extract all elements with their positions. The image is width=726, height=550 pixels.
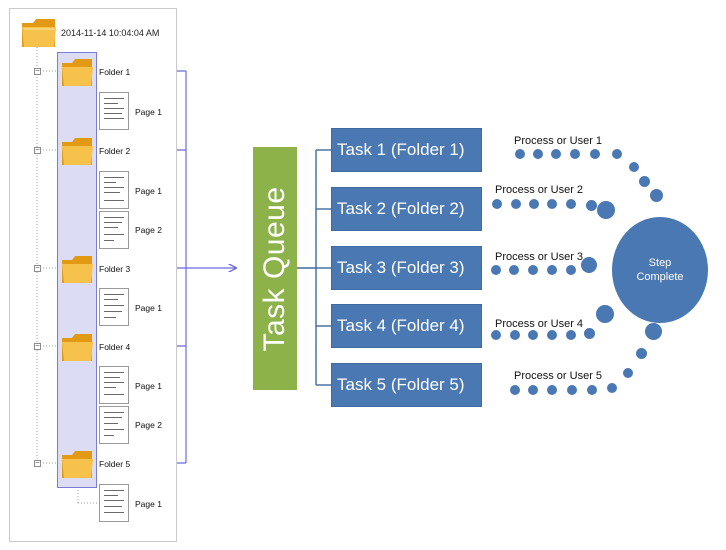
folder-icon[interactable] <box>61 58 93 88</box>
trail-dot <box>533 149 543 159</box>
task-box: Task 4 (Folder 4) <box>331 304 482 348</box>
folder-icon[interactable] <box>61 450 93 480</box>
tree-folder-label[interactable]: Folder 1 <box>99 67 131 77</box>
page-thumbnail[interactable] <box>99 484 129 522</box>
trail-dot <box>509 265 519 275</box>
trail-dot <box>551 149 561 159</box>
tree-folder-label[interactable]: Folder 3 <box>99 264 131 274</box>
tree-page-label[interactable]: Page 2 <box>135 225 162 235</box>
task-box: Task 3 (Folder 3) <box>331 246 482 290</box>
tree-folder-label[interactable]: Folder 4 <box>99 342 131 352</box>
tree-page-label[interactable]: Page 1 <box>135 499 162 509</box>
process-label: Process or User 2 <box>495 184 584 196</box>
trail-dot <box>596 305 614 323</box>
page-thumbnail[interactable] <box>99 366 129 404</box>
root-timestamp-label: 2014-11-14 10:04:04 AM <box>61 28 160 38</box>
tree-page-label[interactable]: Page 2 <box>135 420 162 430</box>
page-thumbnail[interactable] <box>99 92 129 130</box>
tree-page-label[interactable]: Page 1 <box>135 107 162 117</box>
trail-dot <box>585 199 597 211</box>
trail-dot <box>528 265 538 275</box>
trail-dot <box>566 330 576 340</box>
trail-dot <box>567 385 577 395</box>
collapse-toggle[interactable]: − <box>34 341 41 350</box>
collapse-toggle[interactable]: − <box>34 145 41 154</box>
trail-dot <box>623 368 633 378</box>
trail-dot <box>515 149 525 159</box>
trail-dot <box>566 265 576 275</box>
trail-dot <box>570 149 580 159</box>
page-thumbnail[interactable] <box>99 288 129 326</box>
trail-dot <box>491 265 501 275</box>
step-complete-circle: Step Complete <box>612 217 708 323</box>
trail-dot <box>528 385 538 395</box>
document-tree-panel[interactable]: 2014-11-14 10:04:04 AM − Folder 1 Page 1… <box>9 8 177 542</box>
trail-dot <box>612 149 622 159</box>
trail-dot <box>649 188 663 202</box>
step-label-line1: Step <box>648 257 672 269</box>
task-box: Task 2 (Folder 2) <box>331 187 482 231</box>
process-label: Process or User 1 <box>514 135 603 147</box>
tree-page-label[interactable]: Page 1 <box>135 186 162 196</box>
trail-dot <box>547 330 557 340</box>
trail-dot <box>583 327 595 339</box>
trail-dot <box>635 347 647 359</box>
trail-dot <box>590 149 600 159</box>
tree-page-label[interactable]: Page 1 <box>135 303 162 313</box>
trail-dot <box>528 330 538 340</box>
process-label: Process or User 3 <box>495 251 584 263</box>
task-box: Task 1 (Folder 1) <box>331 128 482 172</box>
task-queue-label: Task Queue <box>258 185 291 352</box>
folder-icon[interactable] <box>61 333 93 363</box>
tree-folder-label[interactable]: Folder 5 <box>99 459 131 469</box>
step-label-line2: Complete <box>636 271 684 283</box>
trail-dot <box>511 199 521 209</box>
trail-dot <box>492 199 502 209</box>
trail-dot <box>547 385 557 395</box>
root-folder-icon <box>22 19 56 47</box>
tree-folder-label[interactable]: Folder 2 <box>99 146 131 156</box>
trail-dot <box>587 385 597 395</box>
trail-dot <box>638 175 650 187</box>
process-label: Process or User 4 <box>495 318 584 330</box>
task-box: Task 5 (Folder 5) <box>331 363 482 407</box>
folder-icon[interactable] <box>61 255 93 285</box>
collapse-toggle[interactable]: − <box>34 263 41 272</box>
trail-dot <box>581 257 597 273</box>
collapse-toggle[interactable]: − <box>34 66 41 75</box>
collapse-toggle[interactable]: − <box>34 458 41 467</box>
trail-dot <box>491 330 501 340</box>
trail-dot <box>607 383 617 393</box>
trail-dot <box>529 199 539 209</box>
task-queue-box: Task Queue <box>253 147 297 390</box>
page-thumbnail[interactable] <box>99 406 129 444</box>
trail-dot <box>629 162 639 172</box>
folder-icon[interactable] <box>61 137 93 167</box>
process-label: Process or User 5 <box>514 370 603 382</box>
trail-dot <box>510 385 520 395</box>
trail-dot <box>597 201 615 219</box>
trail-dot <box>510 330 520 340</box>
trail-dot <box>547 265 557 275</box>
tree-page-label[interactable]: Page 1 <box>135 381 162 391</box>
page-thumbnail[interactable] <box>99 171 129 209</box>
trail-dot <box>644 322 662 340</box>
trail-dot <box>566 199 576 209</box>
page-thumbnail[interactable] <box>99 211 129 249</box>
trail-dot <box>547 199 557 209</box>
